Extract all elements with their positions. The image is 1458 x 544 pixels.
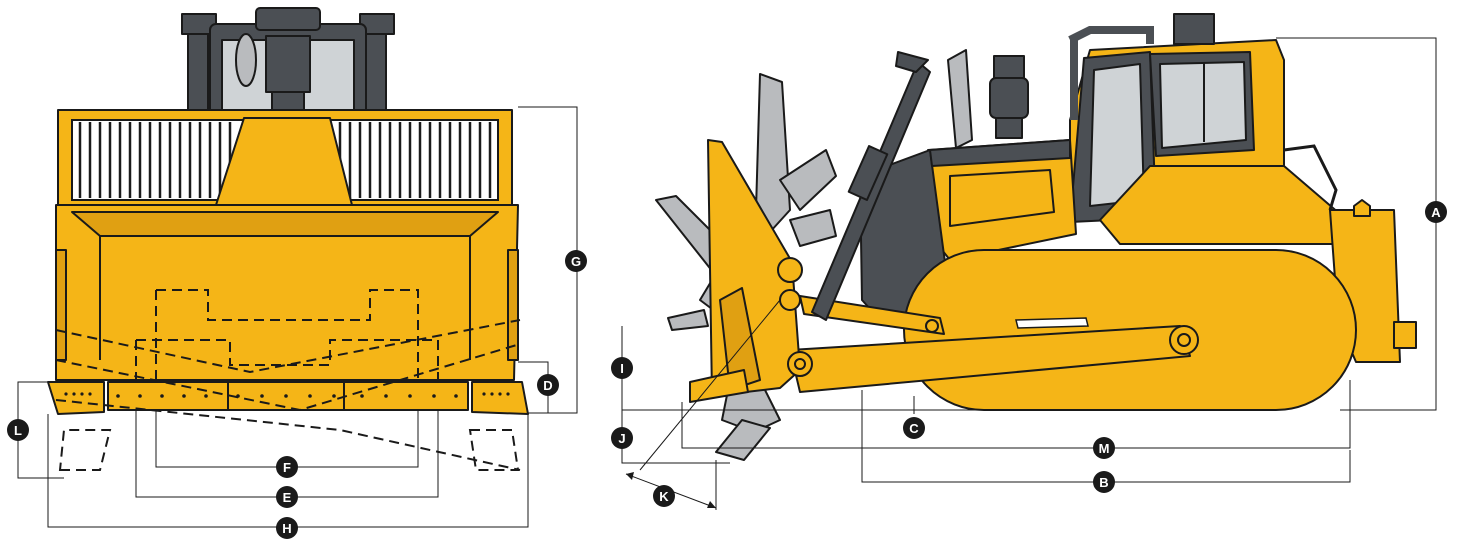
svg-text:A: A bbox=[1431, 205, 1441, 220]
side-cylinder bbox=[811, 51, 931, 321]
callout-b: B bbox=[1093, 471, 1115, 493]
callout-g: G bbox=[565, 250, 587, 272]
svg-text:E: E bbox=[283, 490, 292, 505]
callout-k: K bbox=[653, 485, 675, 507]
svg-text:D: D bbox=[543, 378, 552, 393]
callout-m: M bbox=[1093, 437, 1115, 459]
svg-text:B: B bbox=[1099, 475, 1108, 490]
side-exhaust bbox=[947, 49, 1029, 149]
svg-text:K: K bbox=[659, 489, 669, 504]
svg-text:F: F bbox=[283, 460, 291, 475]
side-ripper-blade bbox=[639, 139, 813, 471]
callout-j: J bbox=[611, 427, 633, 449]
front-dashed-positions bbox=[55, 289, 521, 471]
callout-a: A bbox=[1425, 201, 1447, 223]
svg-text:I: I bbox=[620, 361, 624, 376]
side-cab bbox=[1068, 13, 1285, 223]
svg-text:G: G bbox=[571, 254, 581, 269]
svg-text:C: C bbox=[909, 421, 919, 436]
front-blade bbox=[47, 204, 529, 415]
callout-d: D bbox=[537, 374, 559, 396]
front-rack bbox=[57, 109, 513, 206]
callout-c: C bbox=[903, 417, 925, 439]
side-view: A I C J M B K bbox=[611, 13, 1447, 510]
side-push-arm bbox=[789, 295, 1199, 393]
svg-text:M: M bbox=[1099, 441, 1110, 456]
callout-i: I bbox=[611, 357, 633, 379]
callout-l: L bbox=[7, 419, 29, 441]
callout-f: F bbox=[276, 456, 298, 478]
svg-text:J: J bbox=[618, 431, 625, 446]
callout-e: E bbox=[276, 486, 298, 508]
front-view: G D L F E H bbox=[7, 7, 587, 539]
svg-text:H: H bbox=[282, 521, 291, 536]
svg-text:L: L bbox=[14, 423, 22, 438]
callout-h: H bbox=[276, 517, 298, 539]
